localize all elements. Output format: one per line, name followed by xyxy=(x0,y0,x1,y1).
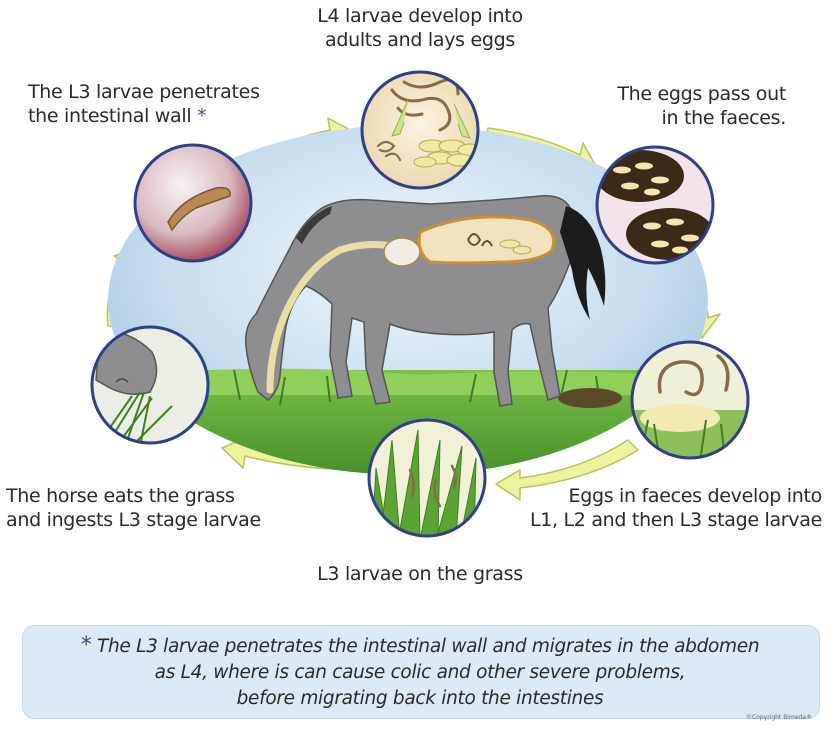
footnote-text: * The L3 larvae penetrates the intestina… xyxy=(80,633,760,709)
horse-illustration xyxy=(244,195,606,407)
digestive-tract xyxy=(266,241,404,394)
footnote-box xyxy=(22,625,820,719)
larvae-adult-icon xyxy=(360,70,480,190)
label-upper-right: The eggs pass out in the faeces. xyxy=(617,83,786,129)
copyright-text: ©Copyright Bimeda® xyxy=(745,714,812,721)
label-top: L4 larvae develop into adults and lays e… xyxy=(317,5,523,51)
footnote-marker: * xyxy=(197,105,207,127)
larvae-on-grass-icon xyxy=(367,418,487,538)
label-lower-left: The horse eats the grass and ingests L3 … xyxy=(6,485,261,531)
label-lower-right: Eggs in faeces develop into L1, L2 and t… xyxy=(529,485,822,531)
dung-pile xyxy=(558,388,622,408)
footnote-asterisk: * xyxy=(80,633,92,658)
label-bottom: L3 larvae on the grass xyxy=(317,563,523,585)
eggs-in-faeces-icon xyxy=(595,145,715,265)
horse-eating-grass-icon xyxy=(90,325,210,445)
arrow-development-to-grass xyxy=(495,439,639,501)
intestine xyxy=(417,215,556,265)
label-upper-left: The L3 larvae penetrates the intestinal … xyxy=(28,81,260,127)
horse-tail xyxy=(560,206,606,320)
intestinal-wall-larva-icon xyxy=(133,143,253,263)
larvae-in-faeces-icon xyxy=(630,340,750,460)
stomach xyxy=(383,237,421,267)
